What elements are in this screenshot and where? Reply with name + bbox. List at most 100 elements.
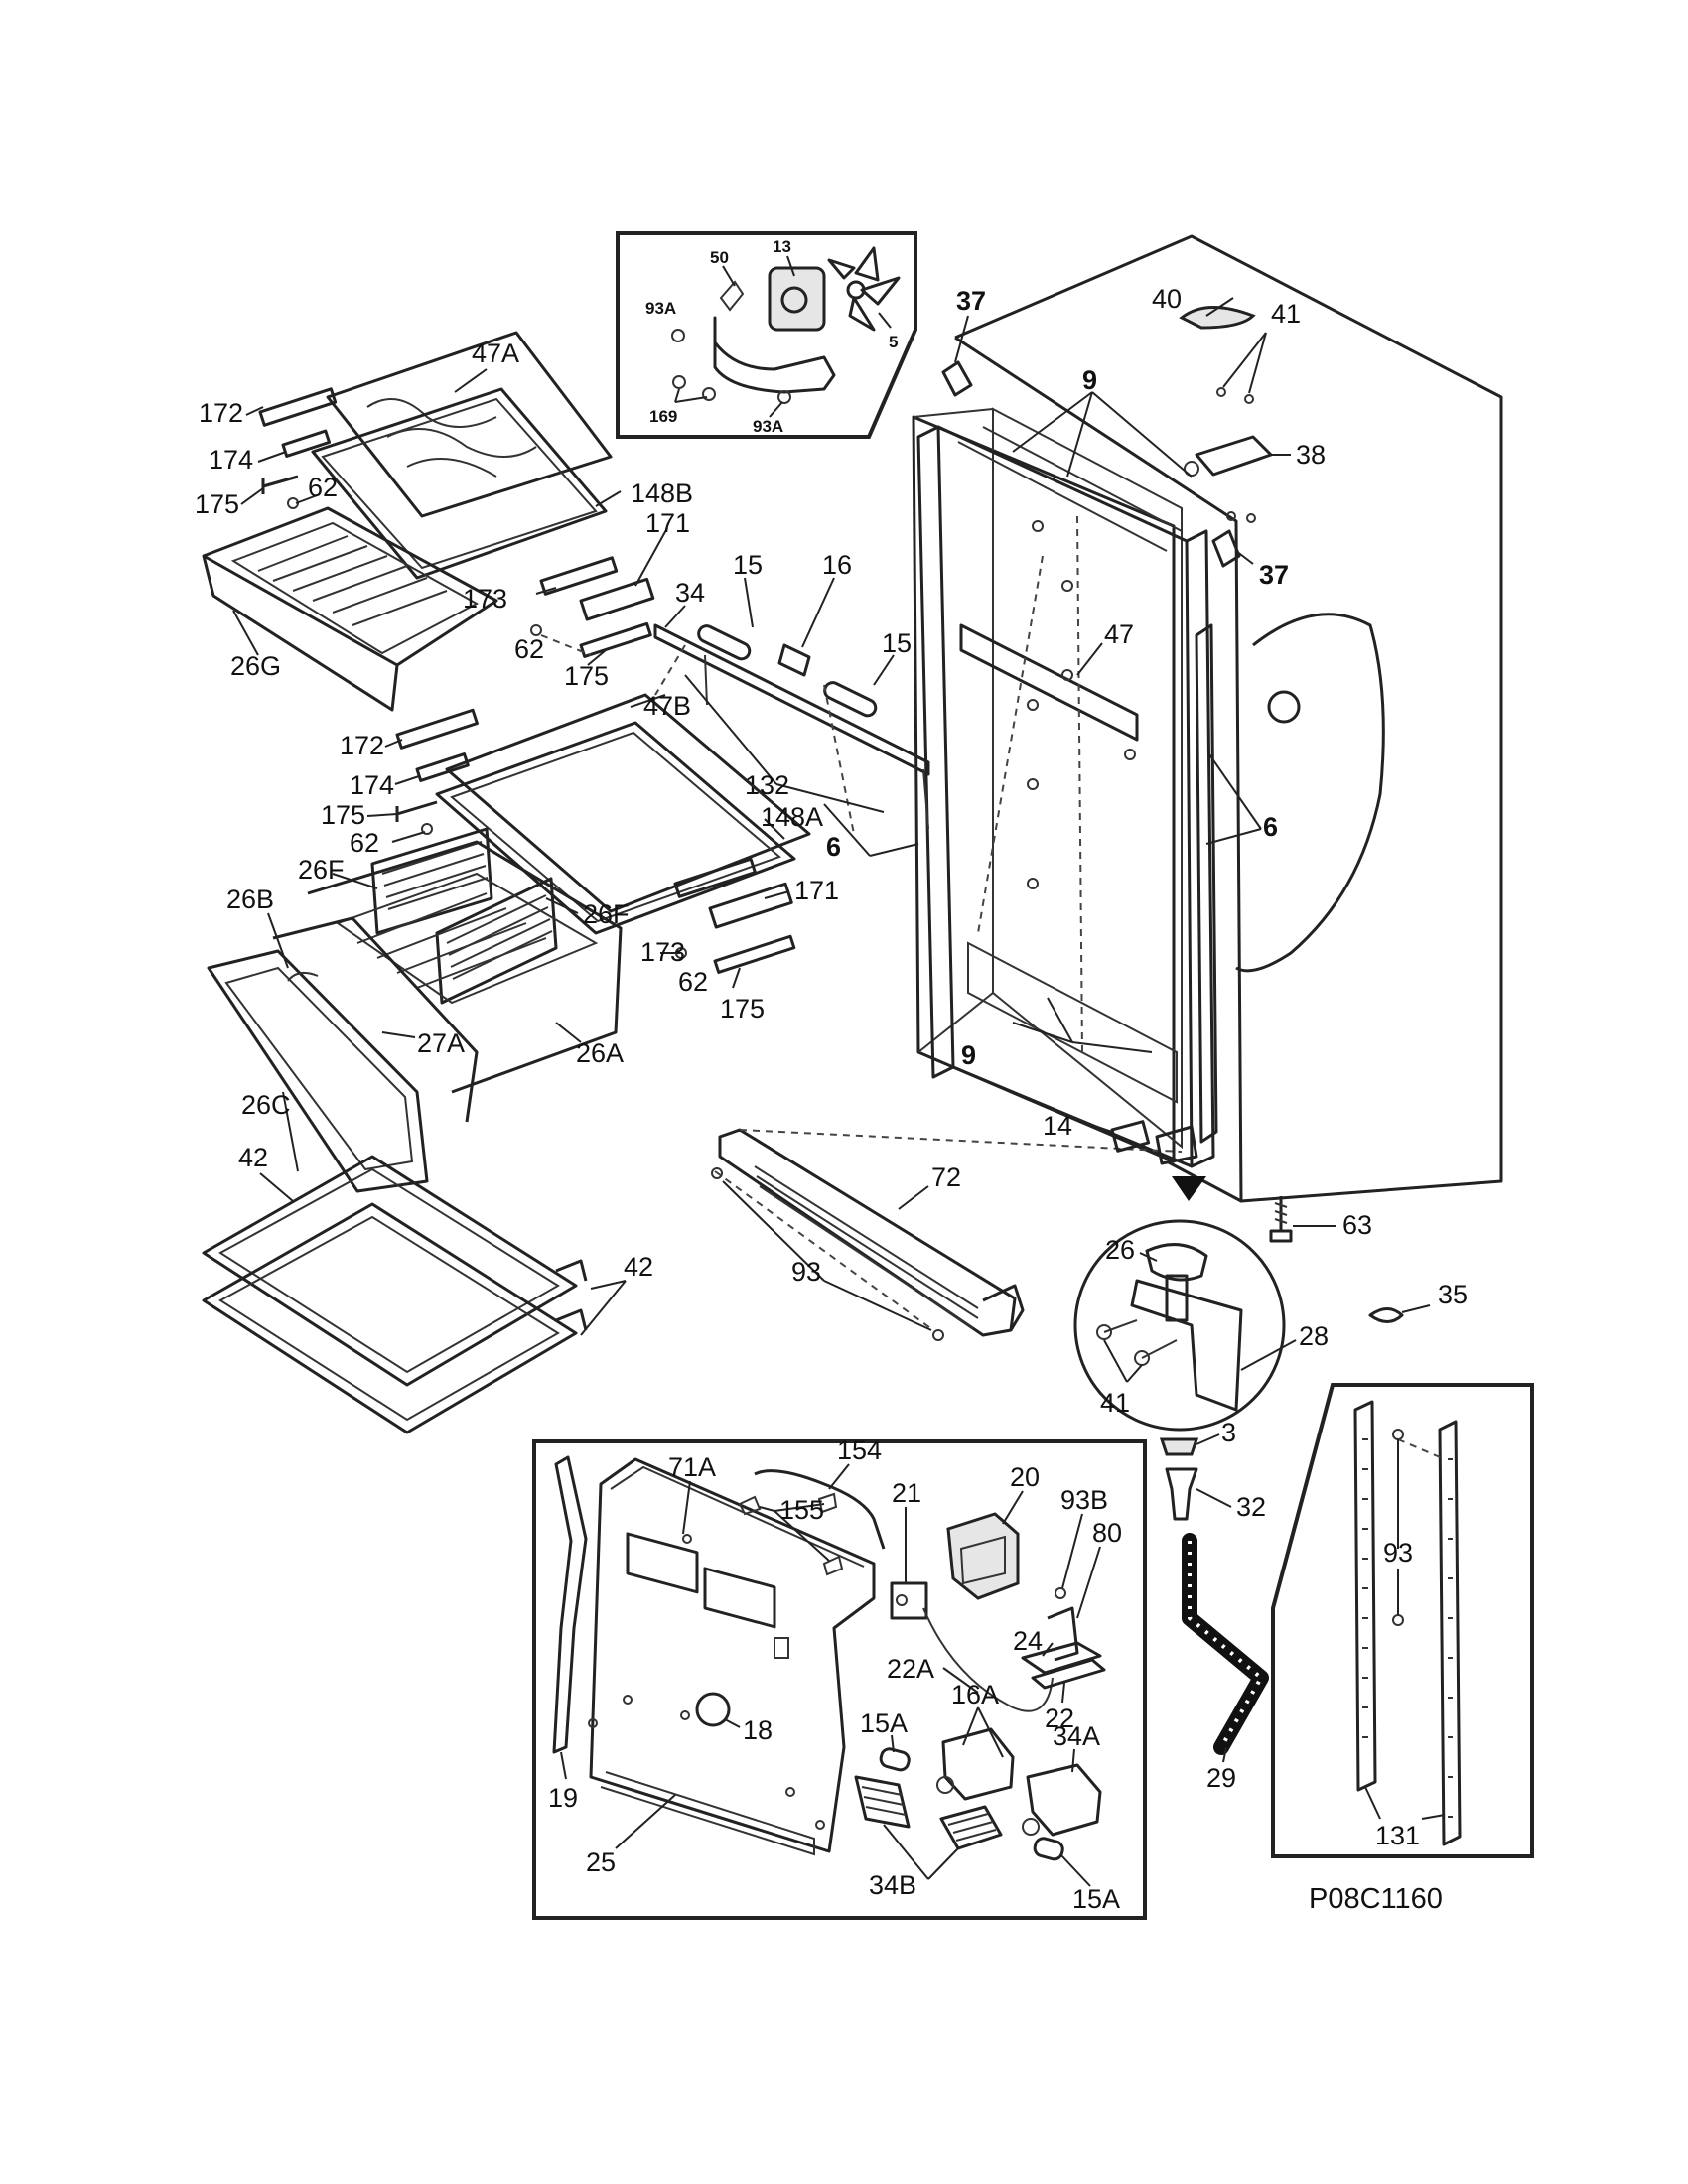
callout-173: 173 — [463, 584, 507, 614]
support-172 — [395, 708, 479, 750]
support-174 — [415, 752, 470, 782]
callout-47B: 47B — [643, 691, 691, 721]
callout-14: 14 — [1043, 1111, 1072, 1141]
diagram-code: P08C1160 — [1309, 1883, 1443, 1915]
hinge-bracket-28 — [1130, 1279, 1243, 1412]
leveling-leg-63 — [1269, 1196, 1293, 1243]
lens-34B — [939, 1805, 1003, 1850]
rails-inset-frame — [1271, 1383, 1534, 1858]
callout-93B: 93B — [1060, 1485, 1108, 1515]
cover-frame-148B — [311, 387, 608, 580]
callout-175: 175 — [321, 800, 365, 830]
callout-9: 9 — [1082, 365, 1097, 395]
callout-148B: 148B — [631, 478, 693, 508]
callout-80: 80 — [1092, 1518, 1122, 1548]
callout-154: 154 — [837, 1435, 882, 1465]
screw — [702, 387, 716, 401]
callout-29: 29 — [1206, 1763, 1236, 1793]
top-hinge-38 — [1195, 435, 1273, 477]
callout-18: 18 — [743, 1715, 773, 1745]
wire-shelf-42 — [202, 1202, 578, 1434]
callout-71A: 71A — [668, 1452, 716, 1482]
drain-tube-29 — [1182, 1533, 1269, 1755]
callout-62: 62 — [308, 473, 338, 502]
callout-174: 174 — [209, 445, 253, 475]
callout-42: 42 — [624, 1252, 653, 1282]
capillary-tube-22A — [922, 1607, 1054, 1712]
callout-6: 6 — [826, 832, 841, 862]
lamp-housing-34A — [1026, 1763, 1102, 1837]
cabinet-liner-back — [992, 407, 1183, 1150]
control-panel-inset: 71A 154 21 20 93B 80 155 24 22 22A 18 15… — [532, 1435, 1147, 1920]
drawer-26G-front — [202, 554, 399, 712]
corner-guide-37 — [941, 360, 973, 397]
panel-window — [626, 1532, 699, 1594]
bulb-15 — [823, 681, 878, 718]
callout-62: 62 — [514, 634, 544, 664]
corner-guide-37 — [1211, 529, 1241, 568]
bulb-15 — [697, 624, 752, 661]
bottom-trough — [967, 941, 1178, 1104]
callout-41: 41 — [1271, 299, 1301, 329]
rail-slots — [1362, 1438, 1453, 1818]
bracket-24 — [1021, 1641, 1102, 1675]
upper-drawer-assembly: 47A 172 174 175 62 148B 171 173 62 175 2… — [195, 331, 693, 712]
switch-14 — [1110, 1120, 1151, 1153]
bulb-15A — [879, 1747, 911, 1772]
control-panel-25 — [589, 1457, 876, 1853]
slide-175 — [579, 621, 652, 658]
support-171 — [708, 882, 793, 929]
callout-32: 32 — [1236, 1492, 1266, 1522]
callout-34B: 34B — [869, 1870, 916, 1900]
callout-38: 38 — [1296, 440, 1326, 470]
callout-25: 25 — [586, 1847, 616, 1877]
slide-175 — [261, 475, 299, 494]
slide-175 — [713, 934, 796, 974]
screw-93 — [711, 1167, 723, 1179]
bulb-15A — [1033, 1837, 1064, 1861]
callout-34A: 34A — [1053, 1721, 1100, 1751]
callout-62: 62 — [350, 828, 379, 858]
callout-93A: 93A — [753, 417, 783, 436]
cap-3 — [1159, 1437, 1199, 1456]
wire-shelf-42 — [202, 1155, 578, 1387]
callout-26C: 26C — [241, 1090, 291, 1120]
drawer-trim-26B — [272, 916, 479, 1123]
screw — [777, 390, 791, 404]
glass-shelf-47B — [445, 693, 811, 913]
cabinet-front-edge — [954, 336, 1243, 1202]
rails-inset: 93 131 — [1271, 1383, 1534, 1858]
callout-6: 6 — [1263, 812, 1278, 842]
control-panel-inset-frame — [532, 1439, 1147, 1920]
hinge-cover-40 — [1179, 306, 1256, 330]
callout-42: 42 — [238, 1143, 268, 1172]
callout-131: 131 — [1375, 1821, 1420, 1850]
callout-175: 175 — [195, 489, 239, 519]
callout-175: 175 — [564, 661, 609, 691]
callout-155: 155 — [779, 1495, 824, 1525]
callout-62: 62 — [678, 967, 708, 997]
lens-34B — [854, 1775, 911, 1829]
thermostat-21 — [890, 1581, 928, 1620]
bushing-32 — [1165, 1467, 1198, 1521]
callout-35: 35 — [1438, 1280, 1468, 1309]
callout-27A: 27A — [417, 1028, 465, 1058]
support-172 — [258, 387, 338, 427]
screw-62 — [530, 624, 542, 636]
basket-26A — [307, 840, 623, 1094]
fan-motor-inset-frame — [616, 231, 917, 439]
callout-16: 16 — [822, 550, 852, 580]
support-171 — [579, 577, 655, 621]
clip-35 — [1368, 1307, 1404, 1323]
shelf-frame-148A — [435, 721, 796, 935]
callout-171: 171 — [645, 508, 690, 538]
callout-15: 15 — [882, 628, 912, 658]
lower-drawer-assembly: 47B 148A 172 174 175 62 26F 26F 26B 27A … — [207, 691, 839, 1193]
callout-37: 37 — [1259, 560, 1289, 590]
callout-24: 24 — [1013, 1626, 1043, 1656]
drawer-front-26C — [207, 949, 429, 1193]
screw-93 — [1392, 1429, 1404, 1440]
gasket-right — [1185, 529, 1215, 1168]
